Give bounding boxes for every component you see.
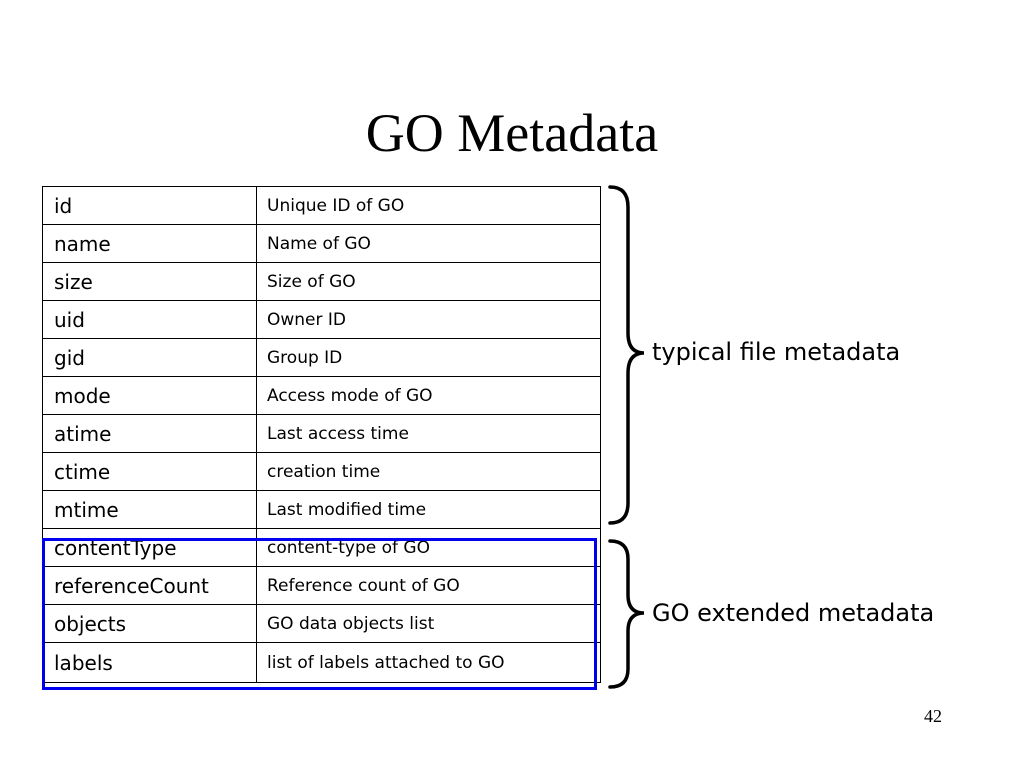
table-row: ctime creation time	[42, 452, 601, 491]
field-name: name	[42, 224, 257, 263]
table-row: mode Access mode of GO	[42, 376, 601, 415]
table-row: gid Group ID	[42, 338, 601, 377]
field-description: Owner ID	[256, 300, 601, 339]
table-row: mtime Last modified time	[42, 490, 601, 529]
field-name: uid	[42, 300, 257, 339]
extended-metadata-label: GO extended metadata	[652, 599, 935, 627]
table-row: size Size of GO	[42, 262, 601, 301]
page-number: 42	[924, 706, 942, 726]
table-row: name Name of GO	[42, 224, 601, 263]
metadata-table: id Unique ID of GO name Name of GO size …	[42, 186, 601, 683]
table-row: contentType content-type of GO	[42, 528, 601, 567]
field-description: Reference count of GO	[256, 566, 601, 605]
field-name: mtime	[42, 490, 257, 529]
extended-metadata-brace	[608, 539, 645, 689]
field-description: Last access time	[256, 414, 601, 453]
field-description: content-type of GO	[256, 528, 601, 567]
field-description: Name of GO	[256, 224, 601, 263]
field-description: Group ID	[256, 338, 601, 377]
typical-metadata-brace	[608, 185, 645, 525]
field-name: size	[42, 262, 257, 301]
table-row: atime Last access time	[42, 414, 601, 453]
field-name: id	[42, 186, 257, 225]
field-name: ctime	[42, 452, 257, 491]
field-description: creation time	[256, 452, 601, 491]
field-name: objects	[42, 604, 257, 643]
field-description: Size of GO	[256, 262, 601, 301]
field-name: mode	[42, 376, 257, 415]
field-description: GO data objects list	[256, 604, 601, 643]
table-row: objects GO data objects list	[42, 604, 601, 643]
field-name: contentType	[42, 528, 257, 567]
table-row: id Unique ID of GO	[42, 186, 601, 225]
field-description: Unique ID of GO	[256, 186, 601, 225]
table-row: uid Owner ID	[42, 300, 601, 339]
field-name: gid	[42, 338, 257, 377]
slide-title: GO Metadata	[365, 103, 659, 163]
field-description: Access mode of GO	[256, 376, 601, 415]
typical-metadata-label: typical file metadata	[652, 338, 901, 366]
field-description: Last modified time	[256, 490, 601, 529]
field-name: referenceCount	[42, 566, 257, 605]
table-row: referenceCount Reference count of GO	[42, 566, 601, 605]
field-name: labels	[42, 642, 257, 683]
field-name: atime	[42, 414, 257, 453]
field-description: list of labels attached to GO	[256, 642, 601, 683]
table-row: labels list of labels attached to GO	[42, 642, 601, 683]
